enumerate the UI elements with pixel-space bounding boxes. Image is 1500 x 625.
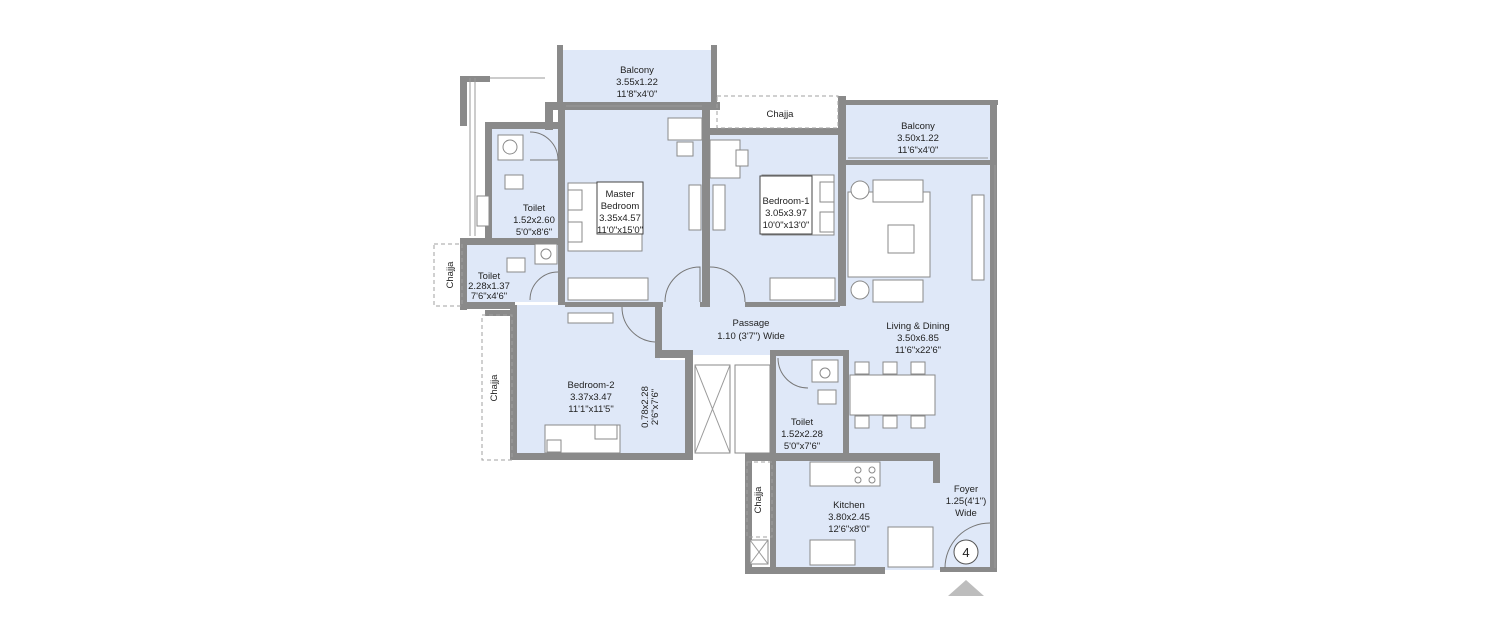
balcony-top-name: Balcony (620, 65, 654, 76)
foyer-dims: 1.25(4'1") (946, 496, 987, 507)
kitchen-metric: 3.80x2.45 (828, 512, 870, 523)
kitchen-imperial: 12'6"x8'0" (828, 524, 870, 535)
toilet-common-name: Toilet (791, 417, 814, 428)
entry-marker: 4 (948, 539, 984, 596)
bedroom2-name: Bedroom-2 (568, 380, 615, 391)
chajja-kitchen-label: Chajja (753, 486, 764, 514)
toilet-left-metric: 2.28x1.37 (468, 281, 510, 292)
bedroom1-name: Bedroom-1 (763, 196, 810, 207)
master-name-2: Bedroom (601, 201, 640, 212)
foyer-name: Foyer (954, 484, 978, 495)
toilet-master-metric: 1.52x2.60 (513, 215, 555, 226)
entry-arrow-icon (948, 580, 984, 596)
living-metric: 3.50x6.85 (897, 333, 939, 344)
wardrobe-imperial: 2'6"x7'6" (650, 389, 661, 425)
master-metric: 3.35x4.57 (599, 213, 641, 224)
passage-name: Passage (733, 318, 770, 329)
bedroom1-metric: 3.05x3.97 (765, 208, 807, 219)
chajja-bedroom2-label: Chajja (489, 374, 500, 402)
toilet-common-imperial: 5'0"x7'6" (784, 441, 820, 452)
toilet-master-imperial: 5'0"x8'6" (516, 227, 552, 238)
master-label-box (596, 181, 644, 235)
chajja-top-label: Chajja (767, 109, 795, 120)
master-imperial: 11'0"x15'0" (597, 225, 643, 236)
foyer-extra: Wide (955, 508, 977, 519)
toilet-common-metric: 1.52x2.28 (781, 429, 823, 440)
passage-dims: 1.10 (3'7") Wide (717, 331, 785, 342)
kitchen-name: Kitchen (833, 500, 865, 511)
balcony-top-metric: 3.55x1.22 (616, 77, 658, 88)
chajja-outlines (433, 95, 839, 538)
bedroom2-metric: 3.37x3.47 (570, 392, 612, 403)
bedroom1-imperial: 10'0"x13'0" (763, 220, 810, 231)
toilet-master-name: Toilet (523, 203, 546, 214)
bedroom1-label-box (759, 175, 813, 235)
balcony-right-name: Balcony (901, 121, 935, 132)
detail-lines (469, 77, 996, 568)
balcony-right-metric: 3.50x1.22 (897, 133, 939, 144)
chajja-left-label: Chajja (445, 261, 456, 289)
living-imperial: 11'6"x22'6" (895, 345, 941, 356)
entry-number: 4 (962, 545, 969, 560)
room-fills (466, 50, 990, 570)
toilet-left-name: Toilet (478, 271, 501, 282)
room-labels: Balcony 3.55x1.22 11'8"x4'0" Chajja Balc… (445, 65, 986, 535)
balcony-right-imperial: 11'6"x4'0" (898, 145, 939, 156)
walls (460, 45, 998, 574)
living-name: Living & Dining (886, 321, 949, 332)
balcony-top-imperial: 11'8"x4'0" (617, 89, 658, 100)
bedroom2-imperial: 11'1"x11'5" (568, 404, 613, 415)
toilet-left-imperial: 7'6"x4'6" (471, 291, 507, 302)
door-swings (529, 131, 991, 569)
master-name-1: Master (605, 189, 634, 200)
wardrobe-metric: 0.78x2.28 (640, 386, 651, 428)
